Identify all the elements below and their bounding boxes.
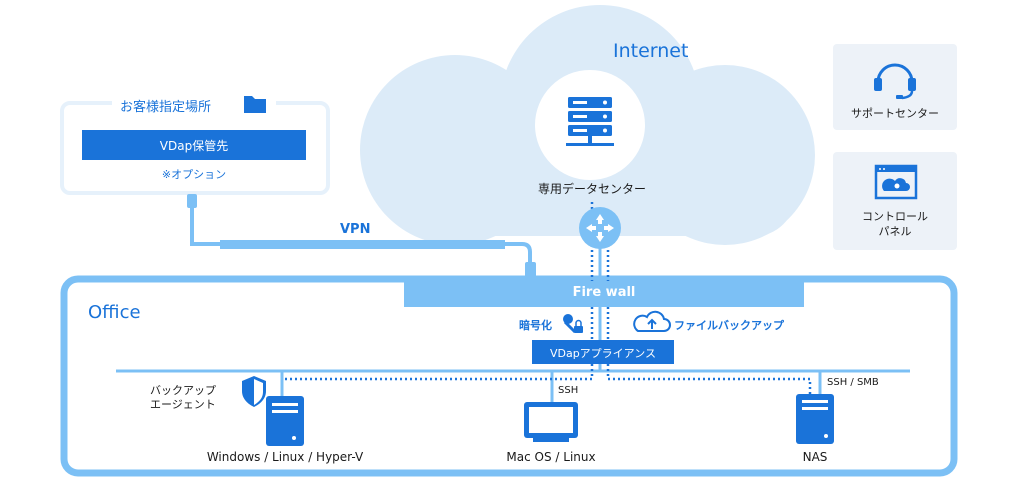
support-label: サポートセンター <box>851 107 939 120</box>
option-note: ※オプション <box>161 168 227 181</box>
vpn-label: VPN <box>340 222 371 237</box>
nas-server-icon <box>796 394 834 444</box>
appliance-label: VDapアプライアンス <box>549 347 657 360</box>
internet-label: Internet <box>613 40 689 62</box>
router-icon <box>579 207 621 249</box>
file-backup-label: ファイルバックアップ <box>674 319 784 332</box>
monitor-icon <box>524 402 578 442</box>
firewall-bar <box>404 281 804 307</box>
storage-box <box>82 130 306 160</box>
key-lock-icon <box>563 314 583 334</box>
customer-location-title: お客様指定場所 <box>120 100 212 115</box>
headset-icon <box>874 63 916 100</box>
datacenter-label: 専用データセンター <box>538 182 647 196</box>
nas-client-label: NAS <box>802 450 828 464</box>
mac-client-label: Mac OS / Linux <box>506 450 596 464</box>
control-panel-icon <box>874 164 918 200</box>
appliance-box <box>532 340 674 364</box>
windows-client-label: Windows / Linux / Hyper-V <box>206 450 364 464</box>
cloud-upload-icon <box>633 310 671 332</box>
folder-icon <box>244 96 266 113</box>
control-panel-panel <box>833 152 957 250</box>
shield-icon <box>242 376 266 407</box>
support-panel <box>833 44 957 130</box>
ssh-label: SSH <box>558 385 579 396</box>
firewall-label: Fire wall <box>572 285 636 300</box>
agent-label-line1: バックアップ <box>150 384 216 397</box>
agent-label-line2: エージェント <box>150 398 216 411</box>
storage-label: VDap保管先 <box>159 139 229 153</box>
control-panel-label-line2: パネル <box>878 225 912 238</box>
control-panel-label-line1: コントロール <box>862 210 928 223</box>
vpn-link <box>187 194 536 280</box>
datacenter-server-icon <box>535 70 645 180</box>
office-label: Office <box>88 302 141 323</box>
encryption-label: 暗号化 <box>519 319 552 332</box>
ssh-smb-label: SSH / SMB <box>827 377 879 388</box>
windows-server-icon <box>266 396 304 446</box>
